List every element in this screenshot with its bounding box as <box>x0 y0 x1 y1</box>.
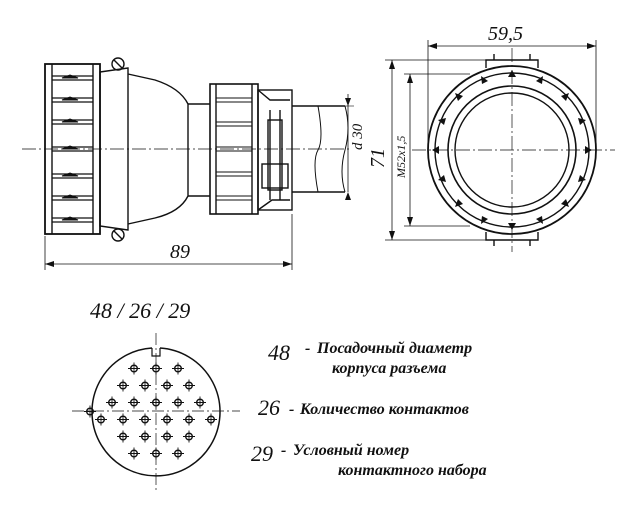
contact-pin-crosshair <box>172 362 184 375</box>
legend-1-line2: корпуса разъема <box>332 360 446 377</box>
contact-pin-crosshair <box>194 396 206 409</box>
contact-pin-crosshair <box>139 413 151 426</box>
contact-pins <box>84 362 217 460</box>
contact-pin-crosshair <box>161 379 173 392</box>
contact-pin-crosshair <box>128 362 140 375</box>
contact-pin-crosshair <box>183 379 195 392</box>
legend-1-dash: - <box>305 340 310 357</box>
knurl-notches <box>432 70 592 230</box>
contact-pin-crosshair <box>117 379 129 392</box>
contact-pin-crosshair <box>161 413 173 426</box>
cable-diameter-dimension: d 30 <box>350 123 366 150</box>
legend-3-dash: - <box>281 442 286 459</box>
contact-pin-crosshair <box>172 396 184 409</box>
legend-2-dash: - <box>289 401 294 418</box>
legend-2-number: 26 <box>258 395 280 420</box>
contact-pin-crosshair <box>139 379 151 392</box>
legend-2-line1: Количество контактов <box>299 401 469 418</box>
contact-pin-crosshair <box>183 413 195 426</box>
contact-layout <box>72 333 240 490</box>
length-dimension: 89 <box>170 241 190 263</box>
contact-pin-crosshair <box>95 413 107 426</box>
contact-pin-crosshair <box>150 362 162 375</box>
connector-code: 48 / 26 / 29 <box>90 298 190 323</box>
contact-pin-crosshair <box>172 447 184 460</box>
legend-1-number: 48 <box>268 340 290 365</box>
contact-pin-crosshair <box>161 430 173 443</box>
contact-pin-crosshair <box>117 413 129 426</box>
thread-dimension: M52x1,5 <box>394 136 408 179</box>
legend-1-line1: Посадочный диаметр <box>316 340 472 357</box>
contact-pin-crosshair <box>128 447 140 460</box>
width-dimension: 59,5 <box>488 23 523 45</box>
contact-pin-crosshair <box>84 405 96 418</box>
contact-pin-crosshair <box>106 396 118 409</box>
contact-pin-crosshair <box>150 396 162 409</box>
legend-3-line1: Условный номер <box>293 442 409 459</box>
height-dimension: 71 <box>367 148 389 168</box>
contact-pin-crosshair <box>139 430 151 443</box>
side-view <box>22 57 354 270</box>
contact-pin-crosshair <box>183 430 195 443</box>
contact-pin-crosshair <box>205 413 217 426</box>
contact-pin-crosshair <box>128 396 140 409</box>
legend-3-line2: контактного набора <box>338 462 487 479</box>
contact-pin-crosshair <box>150 447 162 460</box>
legend: 48 - Посадочный диаметр корпуса разъема … <box>251 340 487 479</box>
contact-pin-crosshair <box>117 430 129 443</box>
front-view <box>385 40 615 252</box>
legend-3-number: 29 <box>251 441 273 466</box>
